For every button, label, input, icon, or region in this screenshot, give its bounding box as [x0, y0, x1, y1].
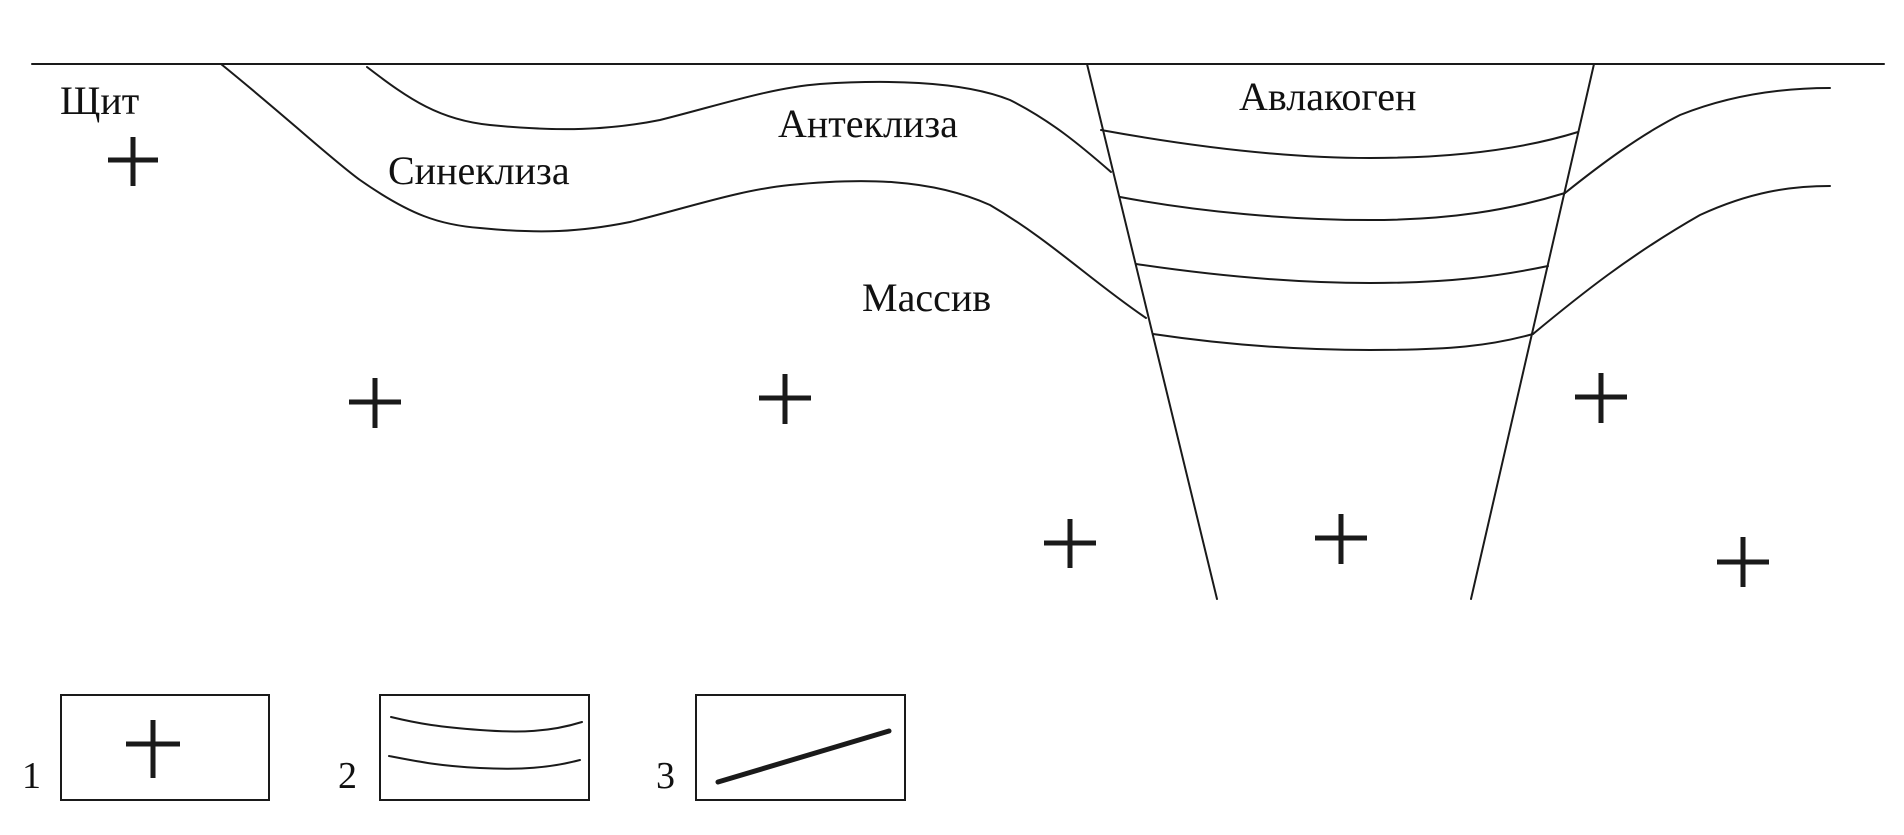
legend-fault-line-icon [715, 728, 892, 785]
aulacogen-layer-1 [1100, 129, 1579, 159]
label-aulacogen: Авлакоген [1239, 74, 1416, 119]
basement-cross-1 [108, 137, 158, 186]
legend-item-1: 1 [22, 694, 270, 801]
legend-layer-line-upper [390, 716, 583, 733]
basement-cross-3 [759, 374, 811, 424]
legend-box-3 [695, 694, 906, 801]
basement-cross-5 [1315, 514, 1367, 564]
legend-item-3: 3 [656, 694, 906, 801]
legend-box-2 [379, 694, 590, 801]
basement-cross-2 [349, 378, 401, 428]
legend-number-3: 3 [656, 755, 675, 797]
right-basement-surface [1532, 185, 1831, 335]
legend-item-2: 2 [338, 694, 590, 801]
aulacogen-layer-3 [1135, 263, 1549, 284]
label-syneclise: Синеклиза [388, 148, 570, 193]
legend-box-1 [60, 694, 270, 801]
label-anteclise: Антеклиза [778, 101, 958, 146]
right-sediment-upper-boundary [1564, 87, 1831, 194]
legend-number-1: 1 [22, 755, 41, 797]
aulacogen-layer-2 [1119, 192, 1566, 221]
basement-surface [220, 63, 1147, 319]
sediment-upper-boundary [366, 66, 1112, 173]
label-shield: Щит [60, 78, 139, 123]
aulacogen-left-fault [1086, 63, 1218, 600]
legend-number-2: 2 [338, 755, 357, 797]
basement-cross-4 [1044, 519, 1096, 568]
aulacogen-right-fault [1470, 63, 1595, 600]
legend-cross-icon [126, 720, 180, 778]
legend-layer-line-lower [388, 755, 581, 770]
basement-cross-7 [1717, 537, 1769, 587]
aulacogen-layer-4 [1152, 333, 1534, 351]
basement-cross-6 [1575, 373, 1627, 423]
label-massif: Массив [862, 275, 991, 320]
legend: 1 2 3 [22, 694, 906, 801]
